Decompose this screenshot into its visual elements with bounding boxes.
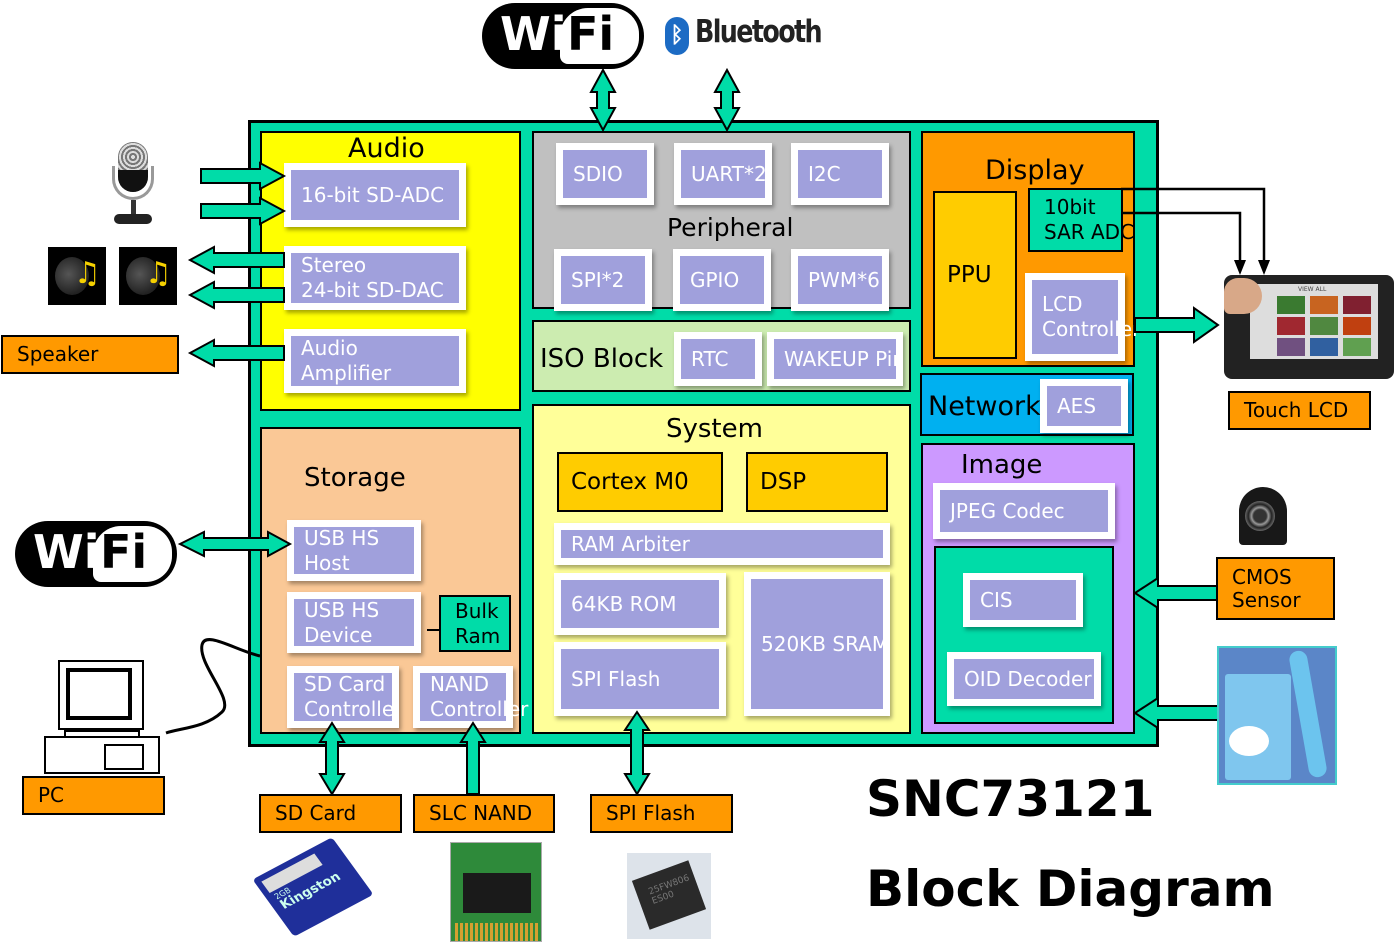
arrow-wifi-peripheral <box>589 67 617 133</box>
arrow-cmos-image <box>1133 576 1219 610</box>
peripheral-section: SDIO UART*2 I2C Peripheral SPI*2 GPIO PW… <box>532 131 911 311</box>
adc-arrowhead-1 <box>1258 260 1270 275</box>
cis-oid-group: CIS OID Decoder <box>934 546 1114 724</box>
arrow-wifi-usb-host <box>177 530 293 558</box>
adc-line-1 <box>1121 187 1266 262</box>
bluetooth-icon: ᛒ <box>665 17 689 55</box>
speaker-label: Speaker <box>1 335 179 374</box>
ram-arbiter-block: RAM Arbiter <box>554 523 890 565</box>
wifi-logo-top: Wi Fi <box>482 3 644 69</box>
pwm-block: PWM*6 <box>791 249 889 311</box>
pc-cable <box>165 638 261 735</box>
nand-board-image <box>450 842 542 942</box>
oid-pen-image <box>1217 646 1337 785</box>
rom-block: 64KB ROM <box>554 573 726 635</box>
system-section: System Cortex M0 DSP RAM Arbiter 64KB RO… <box>532 404 911 734</box>
camera-image <box>1237 487 1289 545</box>
arrow-lcd-touch <box>1134 306 1220 344</box>
cortex-m0-block: Cortex M0 <box>557 452 723 512</box>
lcd-controller-block: LCD Controller <box>1025 273 1140 361</box>
audio-section: Audio 16-bit SD-ADC Stereo 24-bit SD-DAC… <box>260 131 521 411</box>
sd-adc-block: 16-bit SD-ADC <box>284 163 466 227</box>
jpeg-codec-block: JPEG Codec <box>933 483 1115 539</box>
arrow-mic-adc-1 <box>200 161 287 191</box>
microphone-icon <box>106 142 160 228</box>
peripheral-title: Peripheral <box>667 213 794 242</box>
touch-lcd-label: Touch LCD <box>1228 391 1371 430</box>
audio-title: Audio <box>348 133 425 164</box>
arrow-amp-speaker <box>187 338 285 368</box>
wifi-logo-left: Wi Fi <box>15 521 177 587</box>
slc-nand-label: SLC NAND <box>413 794 555 833</box>
i2c-block: I2C <box>791 143 889 205</box>
storage-section: Storage USB HS Host USB HS Device Bulk R… <box>260 427 528 734</box>
arrow-dac-out-2 <box>187 280 285 310</box>
arrow-pen-image <box>1133 696 1219 730</box>
aes-block: AES <box>1040 379 1128 433</box>
arrow-mic-adc-2 <box>200 196 287 226</box>
sar-adc-block: 10bit SAR ADC <box>1028 188 1134 252</box>
usb-host-block: USB HS Host <box>287 520 421 581</box>
nand-controller-block: NAND Controller <box>413 666 528 728</box>
network-title: Network <box>928 391 1041 422</box>
sd-card-label: SD Card <box>259 794 402 833</box>
uart-block: UART*2 <box>674 143 772 205</box>
image-title: Image <box>961 450 1043 480</box>
gpio-block: GPIO <box>673 249 771 311</box>
spi-flash-label: SPI Flash <box>590 794 733 833</box>
arrow-bluetooth-peripheral <box>713 67 741 133</box>
headphone-music-icon-1: ♫ <box>48 247 106 305</box>
iso-block-section: ISO Block RTC WAKEUP Pin <box>532 320 911 392</box>
arrow-sd-card <box>318 721 346 796</box>
wakeup-pin-block: WAKEUP Pin <box>767 332 903 386</box>
storage-title: Storage <box>304 463 406 493</box>
iso-block-title: ISO Block <box>540 344 664 374</box>
cmos-sensor-label: CMOS Sensor <box>1216 557 1335 620</box>
spi-flash-internal-block: SPI Flash <box>554 642 726 716</box>
arrow-nand <box>459 721 487 795</box>
display-section: Display PPU 10bit SAR ADC LCD Controller <box>921 131 1140 367</box>
sd-dac-block: Stereo 24-bit SD-DAC <box>284 246 466 310</box>
spi-flash-chip-image: 25FW806 ES00 <box>627 853 711 939</box>
sd-card-controller-block: SD Card Controller <box>287 666 399 728</box>
oid-decoder-block: OID Decoder <box>947 652 1101 706</box>
pc-icon <box>44 660 160 774</box>
pc-label: PC <box>22 776 165 815</box>
bulk-ram-connector <box>427 629 439 631</box>
spi-block: SPI*2 <box>554 249 652 311</box>
image-section: Image JPEG Codec CIS OID Decoder <box>921 443 1135 734</box>
usb-device-block: USB HS Device <box>287 592 421 653</box>
diagram-title-chip: SNC73121 <box>866 770 1155 828</box>
sdio-block: SDIO <box>556 143 654 205</box>
touch-lcd-image: VIEW ALL <box>1224 275 1394 379</box>
audio-amplifier-block: Audio Amplifier <box>284 329 466 393</box>
arrow-spi-flash <box>623 710 651 796</box>
arrow-dac-out-1 <box>187 245 285 275</box>
adc-line-2 <box>1121 211 1242 262</box>
bluetooth-logo: ᛒ Bluetooth <box>665 14 823 58</box>
dsp-block: DSP <box>746 452 888 512</box>
network-section: Network AES <box>920 373 1134 436</box>
headphone-music-icon-2: ♫ <box>119 247 177 305</box>
system-title: System <box>666 414 763 444</box>
diagram-title-block-diagram: Block Diagram <box>866 860 1275 918</box>
bulk-ram-block: Bulk Ram <box>439 595 511 652</box>
sram-block: 520KB SRAM <box>744 572 890 716</box>
adc-arrowhead-2 <box>1234 260 1246 275</box>
ppu-block: PPU <box>933 191 1017 359</box>
display-title: Display <box>985 155 1085 186</box>
cis-block: CIS <box>963 573 1083 627</box>
rtc-block: RTC <box>674 332 762 386</box>
